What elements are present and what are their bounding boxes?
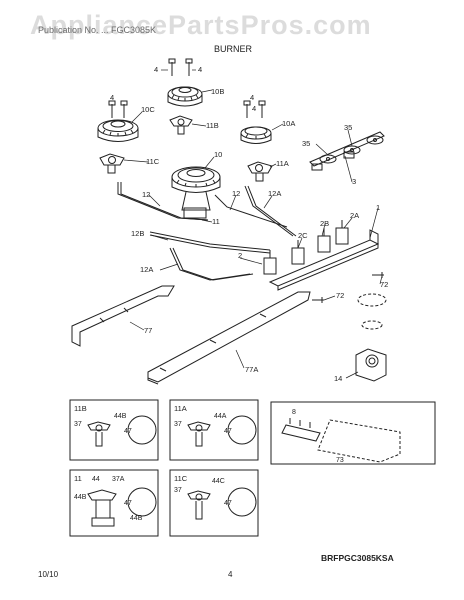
callout-label: 14 [334, 374, 342, 383]
callout-label: 4 [154, 65, 158, 74]
header-text: Publication No. ... FGC3085K [38, 25, 157, 35]
callout-label: 12B [131, 229, 144, 238]
callout-label: 11C [146, 157, 160, 166]
callout-label: 11B [206, 121, 219, 130]
callout-label: 2A [350, 211, 359, 220]
callout-label: 12A [268, 189, 281, 198]
inset-circles-47 [127, 415, 257, 517]
callout-label: 12 [232, 189, 240, 198]
callout-label: 2C [298, 231, 308, 240]
callout-label: 4 [252, 104, 256, 113]
inset-label: 44B [114, 413, 127, 420]
watermark-text: AppliancePartsPros.com [30, 10, 372, 40]
callout-label: 11A [276, 159, 289, 168]
callout-label: 72 [336, 291, 344, 300]
inset-label: 73 [336, 457, 344, 464]
bracket-77[interactable] [71, 285, 175, 347]
inset-label: 44A [214, 413, 227, 420]
callout-label: 4 [250, 93, 254, 102]
callout-labels: 4 4 4 4 4 10B 10C 11B 10A 10 11C 11A 35 … [110, 65, 388, 383]
inset-label: 8 [292, 409, 296, 416]
diagram-title: BURNER [214, 44, 253, 54]
callout-label: 77 [144, 326, 152, 335]
inset-title-11a: 11A [174, 404, 187, 413]
footer-date: 10/10 [38, 570, 59, 579]
manifold-1[interactable] [268, 229, 380, 291]
callout-label: 10 [214, 150, 222, 159]
inset-label: 44B [130, 515, 143, 522]
callout-label: 4 [110, 93, 114, 102]
inset-label: 37 [174, 421, 182, 428]
inset-label: 37 [174, 487, 182, 494]
callout-label: 77A [245, 365, 258, 374]
leader-lines [123, 69, 383, 379]
inset-label: 37A [112, 476, 125, 483]
burner-head-11a[interactable] [247, 161, 273, 182]
burner-head-11b[interactable] [169, 115, 193, 135]
burner-10b[interactable] [167, 86, 203, 107]
gasket-outline [357, 293, 387, 330]
callout-label: 2B [320, 219, 329, 228]
inset-boxes [69, 399, 436, 537]
inset-label: 37 [74, 421, 82, 428]
callout-label: 35 [344, 123, 352, 132]
screws-72[interactable] [312, 272, 384, 303]
footer-page-number: 4 [228, 570, 233, 579]
diagram-code: BRFPGC3085KSA [321, 553, 394, 563]
inset-igniter-8 [281, 418, 401, 463]
callout-label: 1 [376, 203, 380, 212]
burner-10a[interactable] [240, 126, 272, 144]
inset-label: 44C [212, 478, 225, 485]
burner-10[interactable] [171, 166, 221, 219]
screw-4-group [108, 58, 266, 118]
callout-label: 4 [198, 65, 202, 74]
callout-label: 10A [282, 119, 295, 128]
inset-label: 44B [74, 494, 87, 501]
inset-label: 44 [92, 476, 100, 483]
inset-title-11: 11 [74, 474, 82, 483]
inset-labels: 11B 37 44B 47 11A 37 44A 47 8 73 11 44 3… [74, 404, 344, 522]
burner-head-11c[interactable] [99, 153, 125, 174]
callout-label: 35 [302, 139, 310, 148]
callout-label: 10B [211, 87, 224, 96]
burner-10c[interactable] [97, 119, 139, 142]
callout-label: 11 [212, 217, 220, 226]
inset-label: 47 [224, 428, 232, 435]
inset-heads [87, 421, 211, 527]
callout-label: 72 [380, 280, 388, 289]
callout-label: 12 [142, 190, 150, 199]
bracket-77a[interactable] [147, 291, 311, 385]
gas-tubes-12[interactable] [117, 182, 297, 281]
inset-label: 47 [124, 500, 132, 507]
regulator-14[interactable] [355, 348, 387, 382]
inset-title-11c: 11C [174, 474, 188, 483]
callout-label: 10C [141, 105, 155, 114]
callout-label: 12A [140, 265, 153, 274]
inset-label: 47 [224, 500, 232, 507]
inset-title-11b: 11B [74, 404, 87, 413]
callout-label: 3 [352, 177, 356, 186]
callout-label: 2 [238, 251, 242, 260]
inset-label: 47 [124, 428, 132, 435]
